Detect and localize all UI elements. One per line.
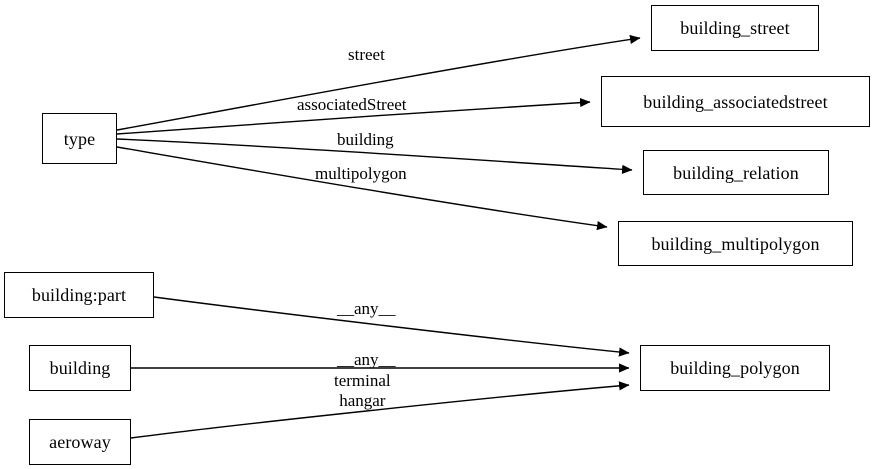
edge-label-multipolygon: multipolygon (315, 164, 407, 183)
edge-label-hangar: hangar (339, 391, 386, 410)
node-label: building:part (31, 285, 127, 305)
node-aeroway[interactable]: aeroway (29, 419, 131, 465)
edge-type-building-associatedstreet (116, 97, 591, 135)
edge-aeroway-building-polygon (130, 381, 630, 439)
node-building-street[interactable]: building_street (651, 5, 819, 51)
node-building[interactable]: building (29, 345, 131, 391)
node-building-associatedstreet[interactable]: building_associatedstreet (601, 76, 870, 127)
node-label: building_relation (673, 162, 799, 183)
node-label: aeroway (49, 432, 111, 452)
node-label: building_street (680, 18, 790, 38)
edge-label-street: street (348, 45, 385, 64)
node-label: type (63, 128, 96, 149)
edge-label-associatedstreet: associatedStreet (297, 95, 407, 114)
edge-type-building-relation (116, 138, 633, 174)
node-label: building_polygon (670, 358, 800, 378)
edge-label-building: building (337, 130, 394, 149)
node-label: building_multipolygon (651, 233, 820, 254)
node-label: building_associatedstreet (643, 91, 828, 112)
edge-label-any-building-part: __any__ (337, 299, 396, 318)
edge-label-aeroway-values: terminal hangar (334, 371, 391, 411)
edge-building-part-building-polygon (153, 296, 630, 357)
node-type[interactable]: type (42, 113, 117, 164)
edge-type-building-street (116, 34, 641, 131)
edge-label-terminal: terminal (334, 371, 391, 390)
node-label: building (49, 358, 111, 378)
edge-label-any-building: __any__ (337, 350, 396, 369)
node-building-multipolygon[interactable]: building_multipolygon (618, 221, 853, 266)
node-building-part[interactable]: building:part (4, 272, 154, 318)
node-building-relation[interactable]: building_relation (643, 150, 829, 195)
edge-type-building-multipolygon (116, 146, 608, 231)
node-building-polygon[interactable]: building_polygon (640, 345, 830, 391)
